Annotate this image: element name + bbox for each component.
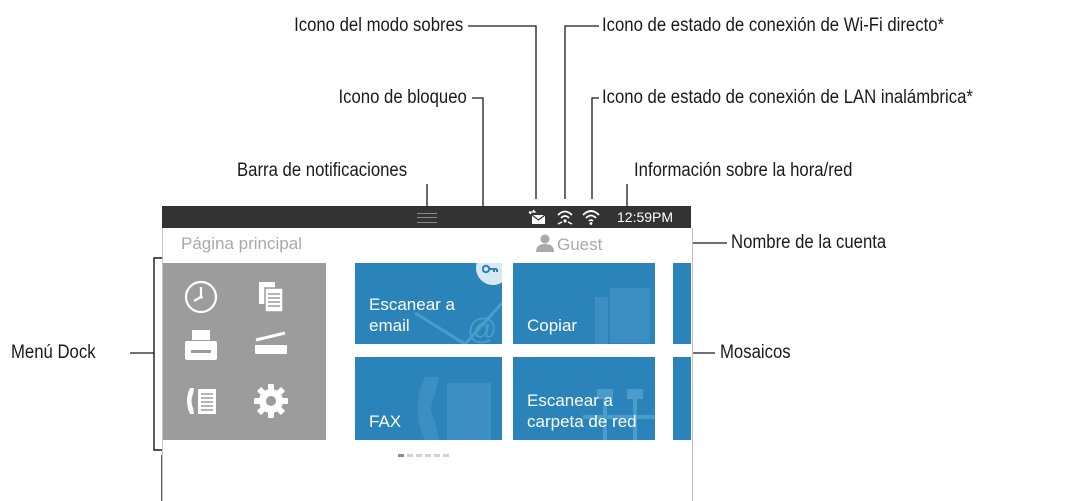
leader-wireless-lan xyxy=(591,97,599,199)
lock-icon xyxy=(482,264,498,274)
page-dot[interactable] xyxy=(425,454,431,457)
page-dot[interactable] xyxy=(416,454,422,457)
callout-time-network: Información sobre la hora/red xyxy=(634,160,853,181)
title-bar: Página principal Guest xyxy=(162,228,693,260)
copy-icon[interactable] xyxy=(251,277,291,317)
account-name[interactable]: Guest xyxy=(535,234,602,255)
wifi-direct-icon xyxy=(557,210,573,225)
tile-next-partial[interactable] xyxy=(673,263,691,344)
page-indicator[interactable] xyxy=(398,454,449,457)
gear-icon[interactable] xyxy=(251,381,291,421)
svg-text:@: @ xyxy=(467,313,497,344)
leader-envelope-mode xyxy=(468,25,537,199)
page-dot[interactable] xyxy=(434,454,440,457)
clock-icon[interactable] xyxy=(181,277,221,317)
callout-tiles: Mosaicos xyxy=(720,342,791,363)
callout-envelope-mode: Icono del modo sobres xyxy=(293,15,463,36)
tile-scan-to-email[interactable]: @ Escanear a email xyxy=(355,263,502,344)
network-tile-art xyxy=(583,389,655,440)
callout-wifi-direct: Icono de estado de conexión de Wi-Fi dir… xyxy=(602,15,945,36)
dock-menu xyxy=(163,263,326,440)
tile-label: Escanear a email xyxy=(369,295,455,335)
callout-wireless-lan: Icono de estado de conexión de LAN inalá… xyxy=(602,87,973,108)
fax-icon[interactable] xyxy=(181,381,221,421)
callout-lock: Icono de bloqueo xyxy=(338,87,467,108)
clock-time: 12:59PM xyxy=(617,209,674,225)
page-dot-active[interactable] xyxy=(398,454,404,457)
status-bar[interactable]: 12:59PM xyxy=(162,206,691,228)
tile-next-partial[interactable] xyxy=(673,357,691,440)
envelope-mode-icon xyxy=(528,209,546,224)
account-label: Guest xyxy=(557,235,603,254)
scanner-icon[interactable] xyxy=(251,325,291,365)
callout-notification-bar: Barra de notificaciones xyxy=(237,160,408,181)
dock-bracket xyxy=(153,257,163,451)
page-title: Página principal xyxy=(181,234,302,253)
tile-label: Copiar xyxy=(527,316,578,335)
callout-account-name: Nombre de la cuenta xyxy=(731,232,887,253)
page-dot[interactable] xyxy=(443,454,449,457)
page-dot[interactable] xyxy=(407,454,413,457)
wireless-lan-icon xyxy=(582,210,600,225)
callout-dock-menu: Menú Dock xyxy=(11,342,96,363)
fax-tile-art xyxy=(417,377,491,440)
tile-label: Escanear a carpeta de red xyxy=(527,391,637,431)
tile-label: FAX xyxy=(369,412,402,431)
tile-copy[interactable]: Copiar xyxy=(513,263,655,344)
copy-tile-art xyxy=(595,286,652,344)
user-icon xyxy=(536,234,554,252)
notification-handle[interactable] xyxy=(417,213,437,223)
tile-fax[interactable]: FAX xyxy=(355,357,502,440)
leader-wifi-direct xyxy=(564,25,599,199)
tile-scan-to-network-folder[interactable]: Escanear a carpeta de red xyxy=(513,357,655,440)
printer-icon[interactable] xyxy=(181,325,221,365)
